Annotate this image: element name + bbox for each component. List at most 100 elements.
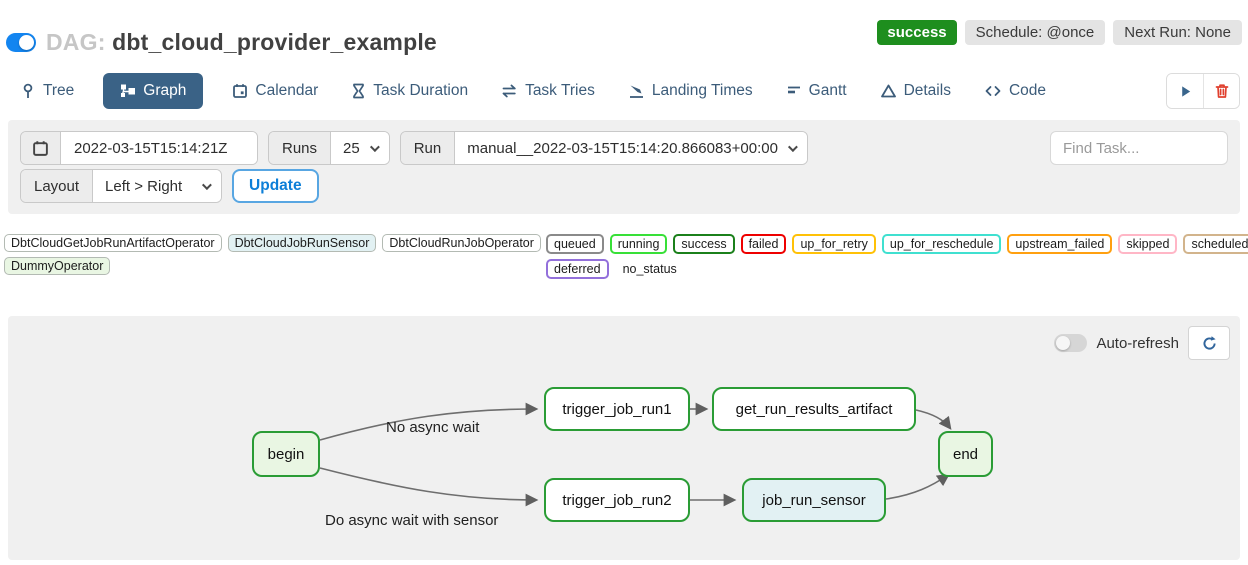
- task-node-trigger-job-run2[interactable]: trigger_job_run2: [544, 478, 690, 522]
- calendar-icon: [33, 140, 48, 156]
- dag-pause-toggle[interactable]: [6, 32, 36, 52]
- status-legend-row: deferred no_status: [546, 259, 1248, 279]
- delete-dag-button[interactable]: [1203, 74, 1239, 108]
- run-group: Run manual__2022-03-15T15:14:20.866083+0…: [399, 131, 808, 165]
- graph-filter-bar: Runs 25 Run manual__2022-03-15T15:14:20.…: [8, 120, 1240, 214]
- tree-pin-icon: [23, 83, 33, 98]
- plane-landing-icon: [629, 85, 643, 98]
- status-badge[interactable]: up_for_reschedule: [881, 234, 1002, 254]
- dag-run-status-badge: success: [877, 20, 957, 45]
- operator-badge: DbtCloudGetJobRunArtifactOperator: [4, 234, 222, 252]
- status-badge[interactable]: skipped: [1118, 234, 1178, 254]
- base-date-input[interactable]: [61, 132, 257, 164]
- task-node-end[interactable]: end: [938, 431, 993, 477]
- code-icon: [985, 86, 1001, 96]
- tab-task-tries[interactable]: Task Tries: [501, 82, 595, 100]
- gantt-bars-icon: [787, 86, 800, 94]
- layout-select[interactable]: Left > Right: [93, 170, 222, 202]
- hourglass-icon: [353, 83, 365, 99]
- tab-label: Task Duration: [373, 82, 469, 99]
- repeat-icon: [502, 84, 516, 98]
- auto-refresh-label: Auto-refresh: [1096, 334, 1179, 352]
- task-node-job-run-sensor[interactable]: job_run_sensor: [742, 478, 886, 522]
- view-tabs: Tree Graph Calendar Task Duration Task T…: [20, 73, 1046, 109]
- layout-label: Layout: [21, 170, 94, 202]
- refresh-button[interactable]: [1188, 326, 1230, 360]
- task-node-begin[interactable]: begin: [252, 431, 320, 477]
- chevron-down-icon: [202, 179, 212, 190]
- tab-tree[interactable]: Tree: [20, 82, 74, 100]
- tab-graph[interactable]: Graph: [103, 73, 204, 109]
- tab-details[interactable]: Details: [880, 82, 951, 100]
- status-badge[interactable]: deferred: [546, 259, 609, 279]
- tab-calendar[interactable]: Calendar: [232, 82, 318, 100]
- dag-action-buttons: [1166, 73, 1240, 109]
- dag-prefix-label: DAG:: [46, 28, 106, 55]
- tab-gantt[interactable]: Gantt: [786, 82, 847, 100]
- dag-name: dbt_cloud_provider_example: [112, 28, 437, 55]
- tab-task-duration[interactable]: Task Duration: [351, 82, 468, 100]
- legend: DbtCloudGetJobRunArtifactOperator DbtClo…: [0, 214, 1248, 279]
- operator-legend-row: DbtCloudGetJobRunArtifactOperator DbtClo…: [4, 234, 546, 252]
- status-badge[interactable]: up_for_retry: [792, 234, 876, 254]
- tab-label: Details: [903, 82, 951, 99]
- runs-group: Runs 25: [268, 131, 390, 165]
- edge-label-do-async: Do async wait with sensor: [325, 512, 499, 529]
- tab-code[interactable]: Code: [984, 82, 1046, 100]
- status-badge[interactable]: no_status: [622, 262, 677, 276]
- tab-label: Tree: [43, 82, 75, 99]
- tab-label: Landing Times: [651, 82, 753, 99]
- tab-label: Graph: [143, 82, 187, 99]
- update-button[interactable]: Update: [232, 169, 319, 203]
- triangle-icon: [880, 84, 896, 98]
- trigger-dag-button[interactable]: [1167, 74, 1203, 108]
- layout-group: Layout Left > Right: [20, 169, 223, 203]
- tab-landing-times[interactable]: Landing Times: [628, 82, 753, 100]
- chevron-down-icon: [787, 141, 798, 152]
- refresh-controls: Auto-refresh: [1054, 326, 1230, 360]
- runs-label: Runs: [269, 132, 332, 164]
- status-badge[interactable]: failed: [740, 234, 787, 254]
- runs-count-select[interactable]: 25: [331, 132, 389, 164]
- view-tabs-row: Tree Graph Calendar Task Duration Task T…: [0, 58, 1248, 110]
- operator-badge: DummyOperator: [4, 257, 111, 275]
- task-node-get-run-results-artifact[interactable]: get_run_results_artifact: [712, 387, 916, 431]
- find-task-input[interactable]: [1050, 131, 1228, 165]
- operator-badge: DbtCloudRunJobOperator: [382, 234, 541, 252]
- base-date-group: [20, 131, 258, 165]
- toggle-knob: [19, 34, 34, 50]
- edge-artifact-end: [915, 409, 952, 430]
- tab-label: Gantt: [808, 82, 847, 99]
- runs-count-value: 25: [343, 139, 360, 157]
- tab-label: Task Tries: [525, 82, 595, 99]
- dag-edges: [319, 402, 952, 507]
- filter-row-1: Runs 25 Run manual__2022-03-15T15:14:20.…: [20, 131, 1228, 165]
- play-icon: [1181, 85, 1190, 97]
- toggle-knob: [1056, 336, 1071, 350]
- status-badge[interactable]: running: [609, 234, 668, 254]
- run-id-select[interactable]: manual__2022-03-15T15:14:20.866083+00:00: [455, 132, 807, 164]
- header-badges: success Schedule: @once Next Run: None: [877, 20, 1242, 45]
- tab-label: Code: [1008, 82, 1047, 99]
- status-legend: queued running success failed up_for_ret…: [546, 234, 1248, 279]
- schedule-badge: Schedule: @once: [964, 20, 1106, 45]
- operator-legend: DbtCloudGetJobRunArtifactOperator DbtClo…: [4, 234, 546, 275]
- calendar-icon: [233, 84, 248, 98]
- status-badge[interactable]: success: [673, 234, 735, 254]
- operator-legend-row: DummyOperator: [4, 257, 546, 275]
- trash-icon: [1215, 84, 1228, 98]
- dag-header: DAG: dbt_cloud_provider_example success …: [0, 0, 1248, 58]
- filter-row-2: Layout Left > Right Update: [20, 169, 1228, 203]
- status-badge[interactable]: upstream_failed: [1007, 234, 1113, 254]
- page-title: DAG: dbt_cloud_provider_example: [46, 29, 437, 56]
- status-badge[interactable]: queued: [546, 234, 604, 254]
- date-picker-button[interactable]: [21, 132, 61, 164]
- task-node-trigger-job-run1[interactable]: trigger_job_run1: [544, 387, 690, 431]
- run-id-value: manual__2022-03-15T15:14:20.866083+00:00: [467, 139, 778, 157]
- run-label: Run: [400, 132, 456, 164]
- auto-refresh-toggle[interactable]: [1054, 334, 1088, 352]
- status-badge[interactable]: scheduled: [1183, 234, 1248, 254]
- status-legend-row: queued running success failed up_for_ret…: [546, 234, 1248, 254]
- graph-icon: [121, 84, 136, 97]
- refresh-icon: [1202, 335, 1216, 350]
